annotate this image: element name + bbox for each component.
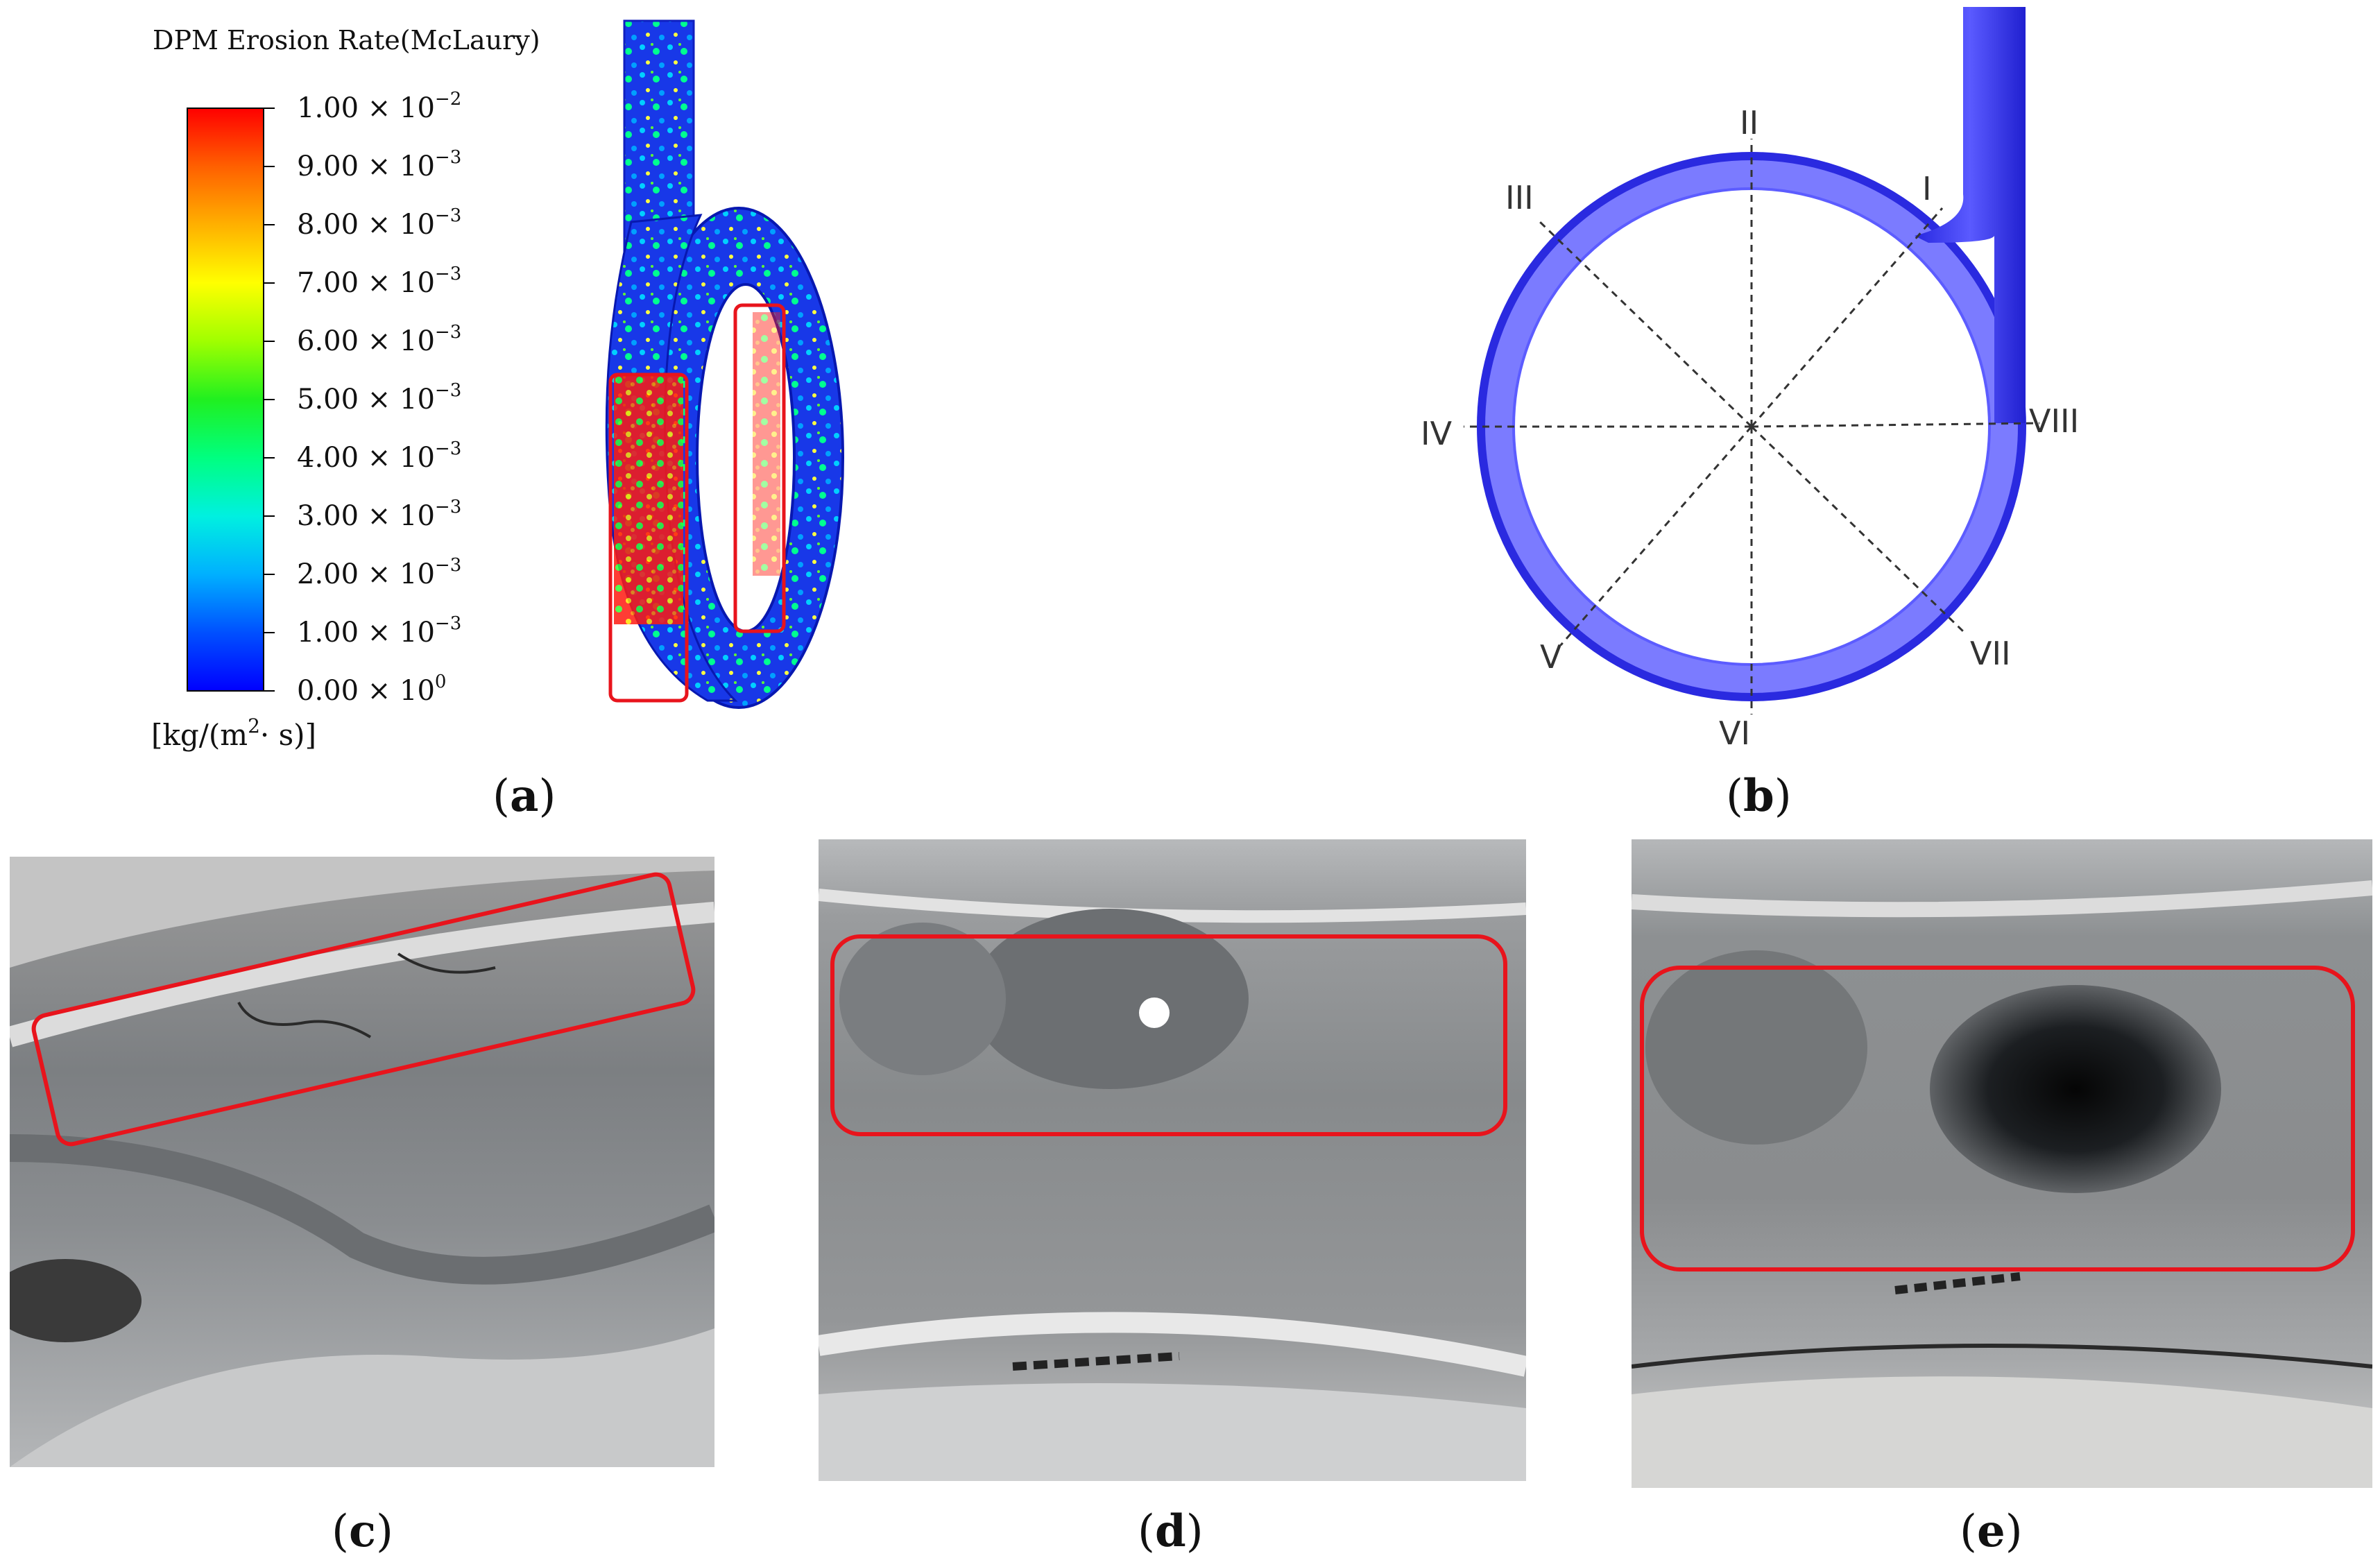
section-label-iii: III: [1505, 179, 1534, 216]
panel-label-b: (b): [1726, 770, 1792, 822]
photo-c: [10, 857, 714, 1467]
panel-label-a: (a): [493, 770, 556, 822]
section-label-vii: VII: [1970, 635, 2011, 672]
highlight-box-right: [733, 303, 786, 633]
volute-erosion-render: [605, 19, 844, 709]
highlight-box-left: [608, 373, 689, 703]
colorbar-tick-label: 0.00 × 100: [297, 671, 447, 707]
panel-label-d: (d): [1138, 1505, 1204, 1557]
colorbar-tick-label: 1.00 × 10−3: [297, 613, 462, 649]
legend-title: DPM Erosion Rate(McLaury): [153, 25, 540, 55]
colorbar: [187, 108, 275, 692]
section-label-v: V: [1540, 638, 1562, 676]
photo-e: [1632, 839, 2372, 1488]
highlight-box-e: [1640, 966, 2355, 1271]
colorbar-tick-label: 5.00 × 10−3: [297, 380, 462, 416]
colorbar-tick-label: 3.00 × 10−3: [297, 497, 462, 532]
colorbar-tick-label: 8.00 × 10−3: [297, 205, 462, 241]
colorbar-tick-label: 4.00 × 10−3: [297, 438, 462, 474]
photo-d: [819, 839, 1526, 1481]
colorbar-tick-label: 1.00 × 10−2: [297, 89, 462, 124]
highlight-box-d: [830, 934, 1507, 1136]
section-label-i: I: [1922, 170, 1932, 207]
section-lines: [1464, 139, 2040, 714]
volute-section-diagram: [1464, 7, 2040, 714]
colorbar-tick-label: 2.00 × 10−3: [297, 555, 462, 590]
colorbar-tick-label: 7.00 × 10−3: [297, 264, 462, 299]
colorbar-unit: [kg/(m2· s)]: [151, 714, 316, 752]
colorbar-tick-label: 9.00 × 10−3: [297, 147, 462, 182]
section-label-iv: IV: [1421, 415, 1453, 452]
section-label-viii: VIII: [2029, 402, 2080, 440]
panel-label-c: (c): [332, 1505, 393, 1557]
highlight-box-c: [31, 872, 696, 1147]
panel-label-e: (e): [1960, 1505, 2023, 1557]
colorbar-tick-label: 6.00 × 10−3: [297, 322, 462, 357]
section-label-ii: II: [1740, 104, 1759, 142]
section-label-vi: VI: [1719, 714, 1751, 752]
